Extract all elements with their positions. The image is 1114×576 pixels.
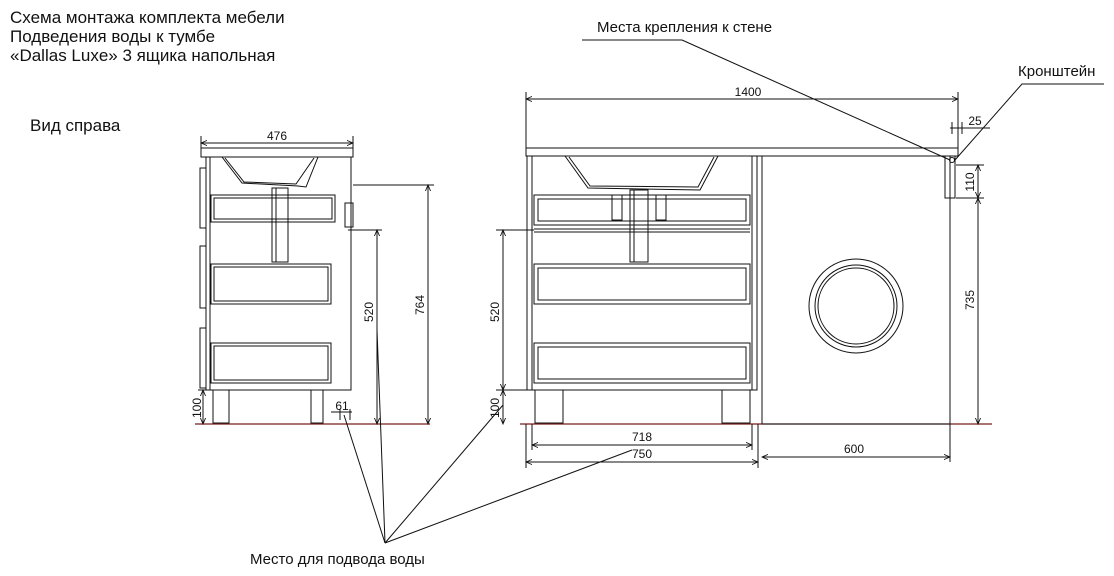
bracket-callout: Кронштейн — [1018, 63, 1096, 80]
dim-side-legs: 100 — [190, 398, 204, 418]
front-drawer-1 — [533, 194, 751, 226]
side-basin — [221, 156, 319, 188]
side-drawer-2 — [210, 263, 332, 305]
side-leg-left — [212, 389, 230, 424]
front-siphon — [629, 189, 649, 263]
title-block: Схема монтажа комплекта мебели Подведени… — [10, 8, 285, 65]
side-drawer-1 — [210, 194, 336, 223]
leader-water-4 — [384, 449, 633, 544]
front-view-cabinet — [525, 147, 959, 425]
leader-bracket — [954, 83, 1104, 161]
dim-side-height-total: 764 — [413, 295, 427, 315]
title-line-2: Подведения воды к тумбе — [10, 27, 216, 46]
bracket — [944, 155, 956, 199]
leader-lines — [343, 39, 1104, 544]
side-dimensions: 476 764 520 100 61 — [190, 129, 434, 424]
dim-front-inner-width: 718 — [632, 430, 652, 444]
front-leg-right — [721, 389, 751, 424]
washing-machine-door — [808, 258, 904, 354]
front-cabinet-body — [526, 155, 758, 391]
dim-front-bracket-height: 110 — [963, 172, 977, 191]
leader-water-2 — [376, 329, 386, 544]
dim-front-bracket-offset: 25 — [968, 114, 982, 128]
front-countertop — [525, 147, 959, 157]
side-cabinet-body — [205, 156, 352, 391]
dim-front-water-height: 520 — [488, 302, 502, 322]
water-supply-callout: Место для подвода воды — [250, 551, 425, 568]
side-countertop — [200, 147, 354, 158]
front-drawer-3 — [533, 342, 751, 384]
front-leg-left — [534, 389, 564, 424]
dim-side-water-offset: 61 — [335, 399, 349, 413]
dim-front-cabinet-width: 750 — [632, 447, 652, 461]
dim-front-total-width: 1400 — [735, 85, 762, 99]
side-drawer-3 — [210, 342, 332, 384]
side-view-cabinet — [199, 147, 354, 424]
front-dimensions: 1400 25 110 735 520 100 718 750 600 — [488, 85, 990, 468]
front-basin — [564, 155, 719, 191]
side-leg-right — [310, 389, 324, 424]
dim-front-legs: 100 — [488, 398, 502, 418]
side-view-label: Вид справа — [30, 116, 121, 135]
wall-mounts-callout: Места крепления к стене — [597, 19, 773, 36]
dim-side-width: 476 — [267, 129, 287, 143]
leader-wall-mounts — [681, 39, 951, 161]
title-line-3: «Dallas Luxe» 3 ящика напольная — [10, 46, 276, 65]
leader-water-3 — [384, 404, 504, 544]
front-drawer-2 — [533, 263, 751, 305]
leader-water-1 — [343, 414, 386, 544]
washing-machine-space — [761, 155, 951, 425]
dim-side-water-height: 520 — [362, 302, 376, 322]
dim-front-machine-space: 600 — [844, 442, 864, 456]
title-line-1: Схема монтажа комплекта мебели — [10, 8, 285, 27]
side-siphon — [271, 187, 289, 263]
dim-front-right-height: 735 — [963, 290, 977, 310]
